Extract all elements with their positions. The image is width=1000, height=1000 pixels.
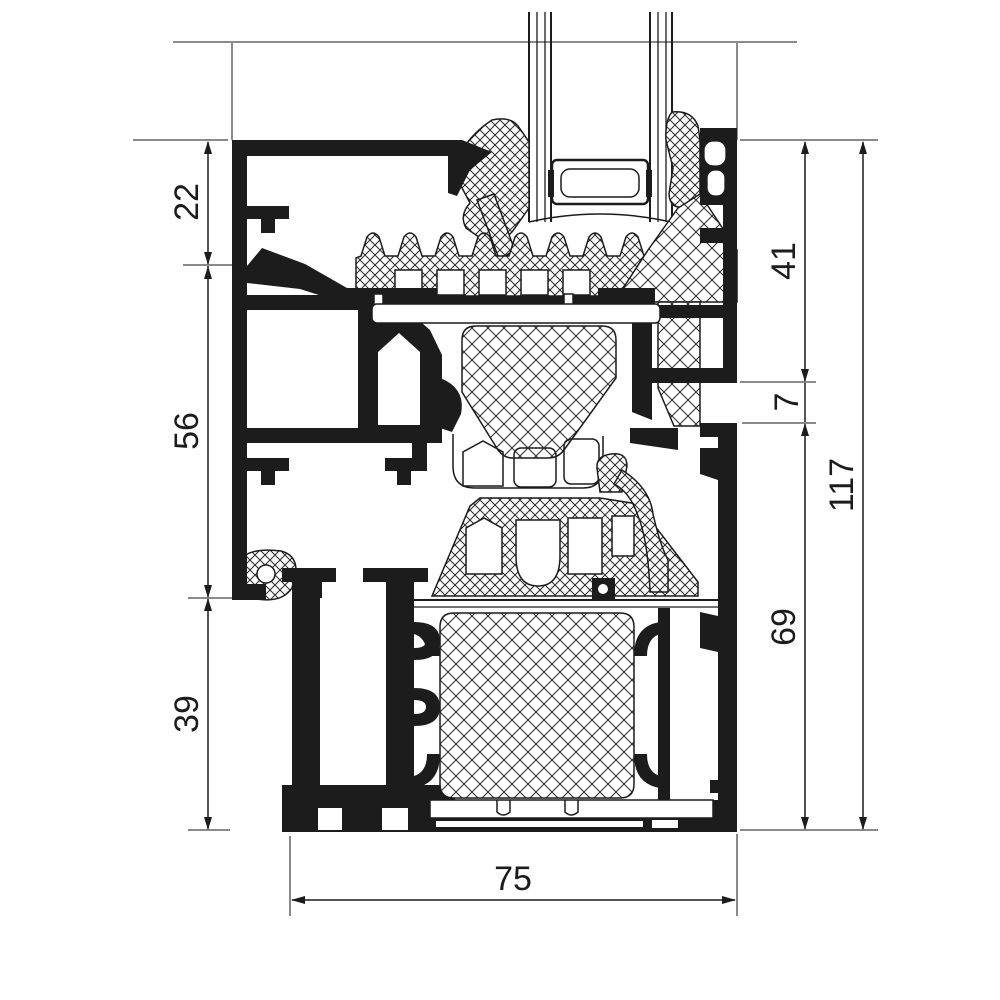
dimension-annotations: 22 56 39 41 7 69 117 75 (133, 139, 878, 916)
arrow (204, 252, 212, 265)
frame-left-wall (232, 140, 247, 600)
chamber-right-wall (358, 310, 374, 430)
frame-diagonal-support (247, 248, 347, 304)
strip-notch (520, 269, 549, 296)
strip-u-notch (496, 800, 511, 816)
dimension-labels: 22 56 39 41 7 69 117 75 (168, 183, 861, 898)
thermal-insulation-upper (355, 192, 738, 427)
lower-insulation-block (439, 612, 635, 799)
sill-c-hook (414, 622, 440, 660)
arrow (801, 817, 809, 830)
reference-lines (173, 41, 797, 140)
sill-bottom-details (318, 578, 720, 830)
foot-notch (382, 808, 408, 830)
chamber-cell-pentagon (462, 440, 504, 487)
dimension-arrows (204, 141, 867, 904)
bridge-body (371, 303, 661, 324)
strip-notch (478, 269, 507, 296)
chamber-cell (563, 438, 600, 485)
frame-hook-lower-left (247, 458, 289, 485)
lower-center-gasket (430, 453, 699, 597)
foot-notch (318, 808, 342, 830)
chamber-bottom-wall (238, 428, 427, 443)
glass-sealant-curve (528, 213, 672, 223)
bead-gasket-cavity (703, 140, 727, 167)
pentagon-beak (440, 378, 462, 432)
sill-wall2 (386, 582, 414, 832)
arrow (859, 817, 867, 830)
frame-hook-upper (247, 206, 289, 233)
arrow (801, 369, 809, 382)
chamber-top-wall (247, 295, 407, 310)
gasket-cell (611, 515, 635, 557)
sill-hook-t (710, 780, 723, 793)
rebate-bar-under-strip (378, 296, 655, 305)
sill-bottom-strip (429, 799, 714, 819)
frame-hook-lower-right (385, 458, 427, 485)
strip-u-notch (564, 800, 579, 816)
gasket-s-hook-tail (612, 468, 669, 593)
arrow (204, 598, 212, 611)
arrow (801, 141, 809, 154)
glass-unit (528, 12, 673, 223)
dim-label-7: 7 (768, 393, 806, 412)
block-beak-tr (634, 622, 660, 656)
arrow (204, 817, 212, 830)
gasket-cell (567, 517, 603, 575)
glass-spacer-inner (560, 168, 640, 198)
dimension-lines (207, 142, 864, 901)
glazing-bead-gasket-cutouts (703, 140, 727, 197)
spacer-clip-right (646, 170, 652, 197)
bottom-slot (436, 821, 643, 827)
chamber-cell (513, 447, 557, 488)
sill-chamber-wall (658, 608, 670, 800)
strip-notch (436, 269, 465, 296)
glazing-bridge (371, 293, 661, 324)
block-beak-bl (414, 754, 440, 788)
arrow (722, 896, 736, 904)
strip-notch (562, 269, 591, 296)
frame-top-bar (232, 140, 492, 196)
glazing-bead-hook (700, 228, 723, 243)
dim-label-75: 75 (494, 860, 532, 898)
sill-c-hook (414, 688, 440, 726)
gasket-cell-pentagon (465, 517, 503, 575)
arrow (204, 266, 212, 279)
foot-notch (652, 820, 678, 828)
central-insulation-block (461, 325, 617, 459)
bead-gasket-cavity (706, 169, 726, 197)
gasket-cell-u (515, 519, 561, 587)
arrow (204, 585, 212, 598)
dim-label-56: 56 (168, 412, 206, 450)
block-beak-br (634, 754, 660, 788)
rebate-bar-right (598, 288, 655, 305)
right-step-bar (648, 368, 737, 383)
exterior-glazing-gasket (665, 111, 701, 208)
sash-right-wall (632, 305, 652, 420)
pentagon-cavity (378, 333, 420, 425)
frame-left-foot (232, 584, 266, 600)
arrow (801, 423, 809, 436)
sash-bottom-right-bar (630, 428, 678, 450)
gasket-hole (256, 564, 276, 584)
dim-label-117: 117 (823, 458, 861, 512)
arrow (204, 141, 212, 154)
dim-label-69: 69 (765, 608, 803, 646)
dim-label-22: 22 (168, 183, 206, 221)
right-lower-wall (700, 423, 737, 832)
insulation-wedge-tail (657, 301, 701, 427)
sill-clip-hole (598, 584, 608, 594)
dim-label-39: 39 (168, 695, 206, 733)
arrow (859, 141, 867, 154)
arrow (291, 896, 305, 904)
drainage-bar (650, 305, 728, 318)
spacer-clip-left (548, 170, 554, 197)
sill-left-wall (292, 582, 320, 832)
dim-label-41: 41 (765, 242, 803, 280)
extension-lines (133, 139, 878, 916)
